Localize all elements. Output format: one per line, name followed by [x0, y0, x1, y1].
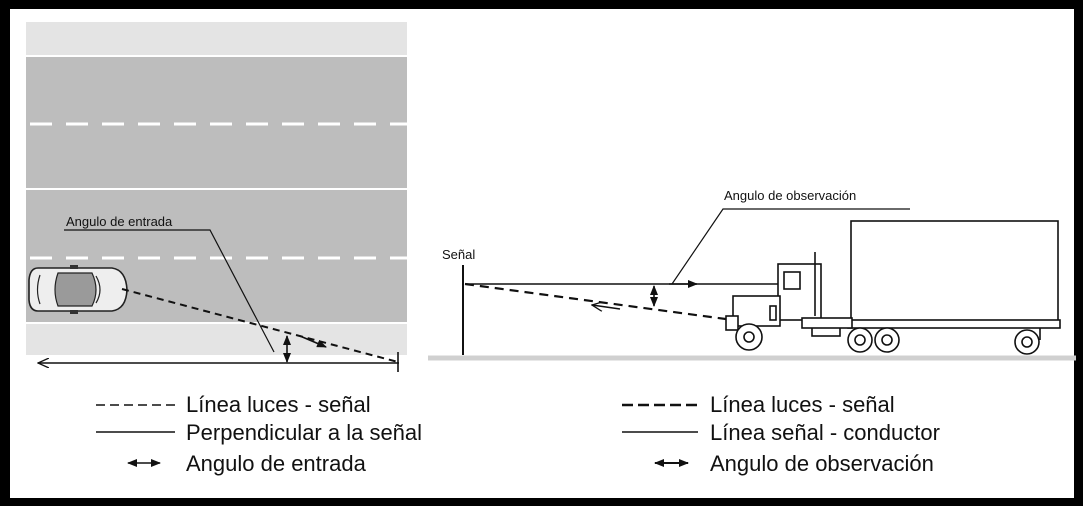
car-icon	[28, 265, 128, 314]
observation-angle-leader	[671, 208, 910, 285]
sign-label: Señal	[442, 247, 475, 262]
legend-left-item-3: Angulo de entrada	[186, 451, 367, 476]
truck-icon	[725, 220, 1061, 355]
road-shoulder-top	[26, 22, 407, 56]
legend-left-item-1: Línea luces - señal	[186, 392, 371, 417]
solid-lane-line	[26, 188, 407, 190]
legend-right-item-3: Angulo de observación	[710, 451, 934, 476]
legend-right-item-2: Línea señal - conductor	[710, 420, 940, 445]
direction-arrow-left	[299, 335, 327, 348]
road-shoulder-bottom	[26, 323, 407, 355]
direction-arrow-dashed	[592, 305, 621, 309]
light-sign-line-right	[464, 282, 734, 322]
legend-left: Línea luces - señal Perpendicular a la s…	[96, 392, 422, 476]
entry-angle-label: Angulo de entrada	[66, 214, 173, 229]
entry-angle-leader	[64, 229, 275, 353]
legend-right: Línea luces - señal Línea señal - conduc…	[622, 392, 940, 476]
legend-left-item-2: Perpendicular a la señal	[186, 420, 422, 445]
observation-angle-label: Angulo de observación	[724, 188, 856, 203]
legend-right-item-1: Línea luces - señal	[710, 392, 895, 417]
